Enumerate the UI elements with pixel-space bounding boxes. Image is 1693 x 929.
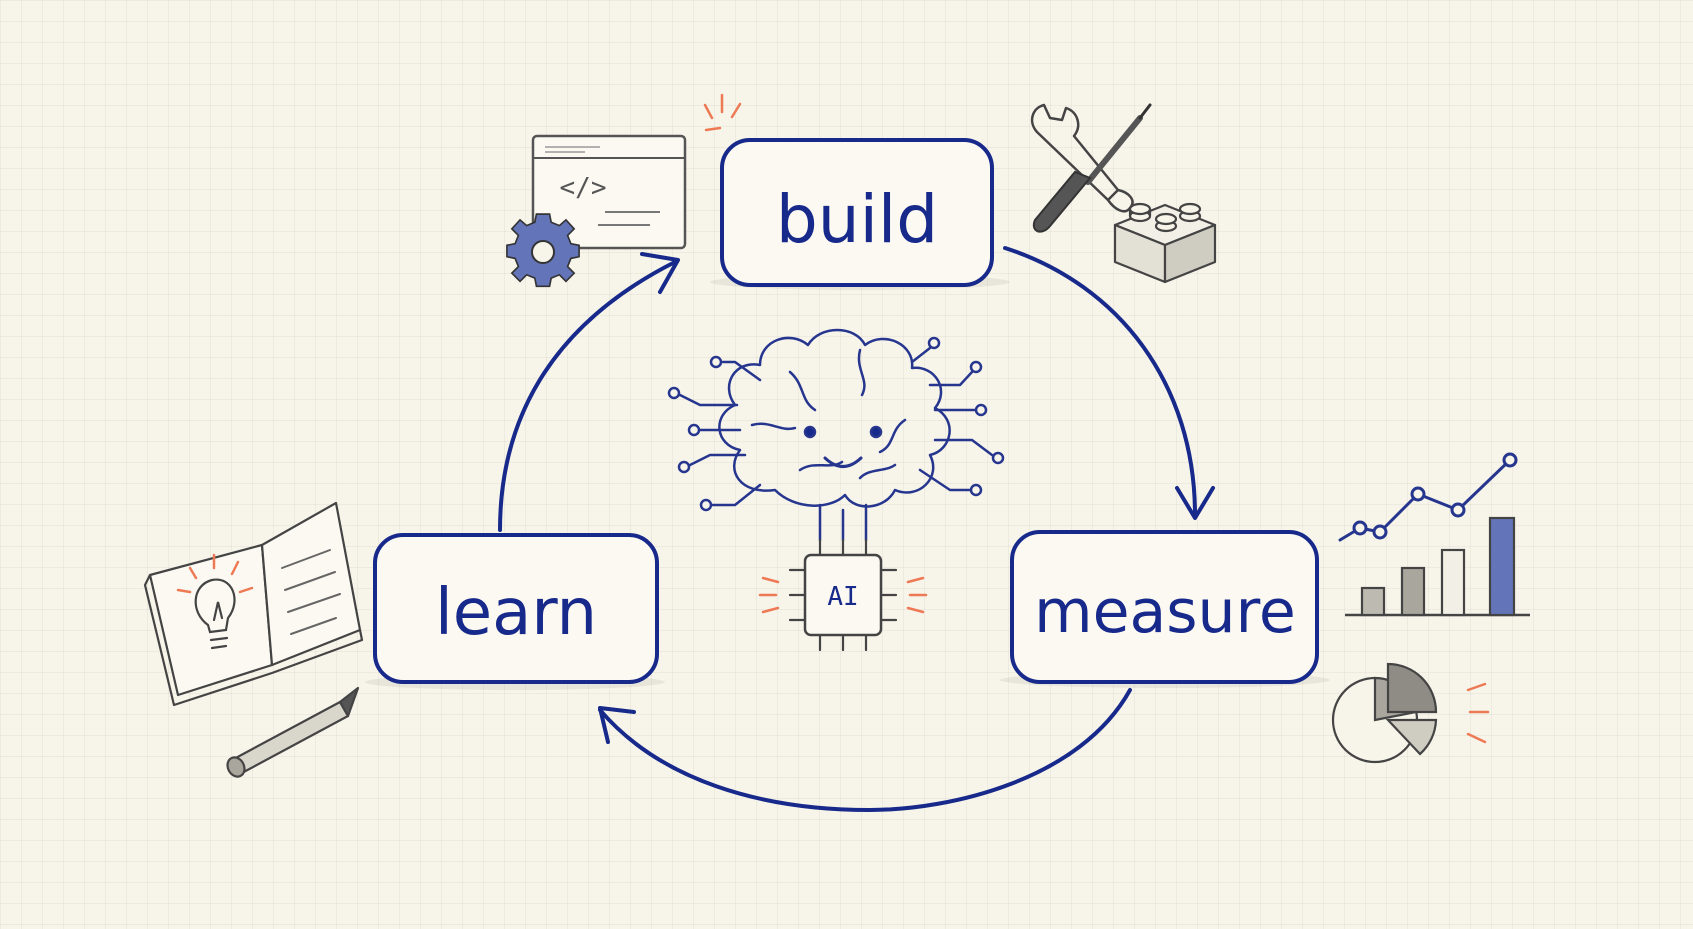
bar-chart-icon xyxy=(1345,516,1530,617)
gear-icon xyxy=(506,213,580,288)
pencil-icon xyxy=(226,686,360,778)
arrow-learn-to-build xyxy=(498,260,677,532)
cycle-arrows xyxy=(498,246,1215,813)
node-measure[interactable]: measure xyxy=(1000,530,1330,688)
node-learn[interactable]: learn xyxy=(365,533,665,690)
pie-chart-icon xyxy=(1331,662,1490,764)
screwdriver-icon xyxy=(1032,103,1152,233)
ai-chip-label: AI xyxy=(827,582,858,612)
lego-brick-icon xyxy=(1113,202,1217,284)
node-build[interactable]: build xyxy=(710,138,1010,290)
open-book-icon xyxy=(143,501,364,707)
code-tag-label: </> xyxy=(560,173,607,203)
node-learn-label: learn xyxy=(435,576,597,650)
ai-chip-icon: AI xyxy=(758,538,928,652)
code-window-icon: </> xyxy=(531,93,742,250)
node-measure-label: measure xyxy=(1034,577,1296,647)
arrow-build-to-measure xyxy=(1003,246,1197,517)
wrench-icon xyxy=(1030,103,1134,213)
arrow-measure-to-learn xyxy=(598,688,1132,813)
line-chart-icon xyxy=(1338,452,1518,542)
brain-icon xyxy=(667,328,1005,542)
lightbulb-icon xyxy=(176,553,254,650)
node-build-label: build xyxy=(776,181,938,258)
